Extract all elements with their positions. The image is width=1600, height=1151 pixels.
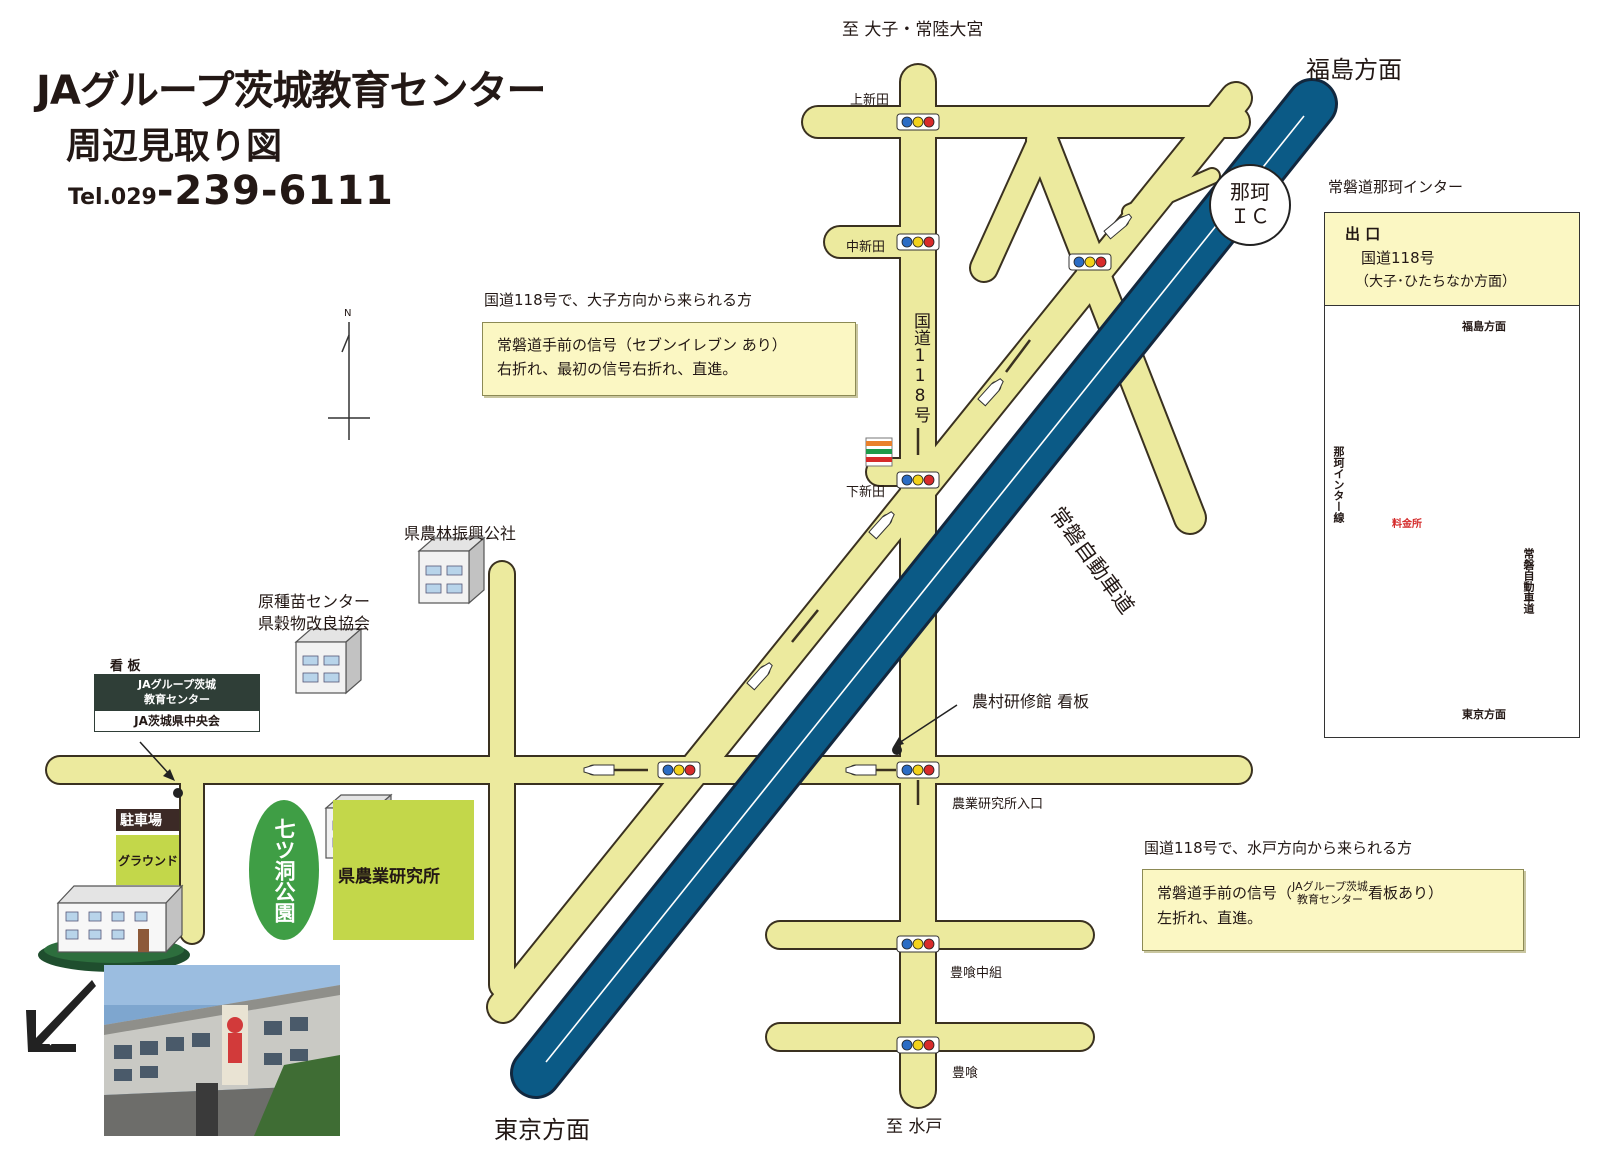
interchange-line1: 那珂: [1230, 180, 1270, 204]
inset-route-sub: （大子･ひたちなか方面）: [1355, 274, 1516, 290]
inset-expressway: 常磐自動車道: [1522, 548, 1535, 614]
label-forestry-corp: 県農林振興公社: [404, 524, 517, 543]
label-route118: 国道118号: [910, 312, 930, 423]
label-grain-association: 県穀物改良協会: [258, 614, 371, 633]
label-park: 七ツ洞公園: [272, 818, 296, 923]
note-mito-sign-name: JAグループ茨城 教育センター: [1292, 880, 1368, 906]
inset-fukushima: 福島方面: [1462, 320, 1506, 333]
building-photo-image: [104, 965, 340, 1136]
note-mito-line1b: 看板あり）: [1367, 884, 1443, 902]
label-ground: グラウンド: [118, 854, 179, 868]
label-shimo-shinden: 下新田: [846, 485, 886, 500]
tel-prefix: Tel.029: [68, 185, 157, 210]
note-daigo-title: 国道118号で、大子方向から来られる方: [484, 291, 753, 309]
interchange-line2: ＩＣ: [1230, 204, 1270, 228]
label-fukushima: 福島方面: [1306, 56, 1402, 84]
building-photo: [104, 965, 340, 1136]
ja-signboard: JAグループ茨城 教育センター JA茨城県中央会: [94, 674, 260, 732]
label-kami-shinden: 上新田: [850, 93, 890, 108]
sign-top-line2: 教育センター: [144, 693, 210, 706]
label-toyohami: 豊喰: [952, 1066, 979, 1081]
note-from-mito: 常磐道手前の信号（ JAグループ茨城 教育センター 看板あり） 左折れ、直進。: [1142, 869, 1524, 951]
signboard-top: JAグループ茨城 教育センター: [94, 674, 260, 710]
label-kenshukan-sign: 農村研修館 看板: [972, 692, 1090, 711]
tel-number: -239-6111: [156, 168, 394, 214]
note-mito-line1: 常磐道手前の信号（ JAグループ茨城 教育センター 看板あり）: [1157, 880, 1509, 906]
inset-exit: 出 口: [1345, 225, 1381, 243]
page-title: JAグループ茨城教育センター: [36, 68, 546, 114]
interchange-inset: 出 口 国道118号 （大子･ひたちなか方面）: [1324, 212, 1580, 738]
note-mito-line1a: 常磐道手前の信号（: [1157, 884, 1293, 902]
label-interchange: 那珂 ＩＣ: [1228, 180, 1272, 228]
note-from-daigo: 常磐道手前の信号（セブンイレブン あり） 右折れ、最初の信号右折れ、直進。: [482, 322, 856, 396]
label-tokyo: 東京方面: [494, 1116, 590, 1144]
note-mito-title: 国道118号で、水戸方向から来られる方: [1144, 839, 1413, 857]
label-nogyo-entrance: 農業研究所入口: [952, 797, 1044, 812]
label-research-institute: 県農業研究所: [338, 867, 440, 887]
telephone: Tel.029-239-6111: [68, 168, 394, 214]
note-mito-line2: 左折れ、直進。: [1157, 909, 1263, 927]
label-toyohami-nakagumi: 豊喰中組: [950, 966, 1003, 981]
inset-caption: 常磐道那珂インター: [1328, 178, 1464, 196]
note-mito-small1: JAグループ茨城: [1292, 880, 1368, 893]
label-signboard: 看 板: [110, 659, 141, 674]
inset-tokyo: 東京方面: [1462, 708, 1506, 721]
label-south-direction: 至 水戸: [886, 1117, 943, 1137]
label-parking: 駐車場: [120, 813, 162, 829]
label-seed-center: 原種苗センター: [258, 592, 371, 611]
compass-north: N: [344, 308, 352, 319]
page-subtitle: 周辺見取り図: [66, 126, 283, 167]
inset-tollgate: 料金所: [1392, 519, 1422, 530]
inset-route: 国道118号: [1361, 249, 1435, 267]
note-daigo-line1: 常磐道手前の信号（セブンイレブン あり）: [497, 336, 787, 354]
note-daigo-line2: 右折れ、最初の信号右折れ、直進。: [497, 360, 738, 378]
signboard-bottom: JA茨城県中央会: [94, 710, 260, 732]
sign-top-line1: JAグループ茨城: [138, 678, 216, 691]
inset-naka-line: 那珂インター線: [1332, 446, 1345, 523]
label-naka-shinden: 中新田: [846, 240, 886, 255]
note-mito-small2: 教育センター: [1296, 893, 1363, 906]
label-north-direction: 至 大子・常陸大宮: [842, 20, 984, 40]
inset-header: 出 口 国道118号 （大子･ひたちなか方面）: [1325, 213, 1579, 306]
